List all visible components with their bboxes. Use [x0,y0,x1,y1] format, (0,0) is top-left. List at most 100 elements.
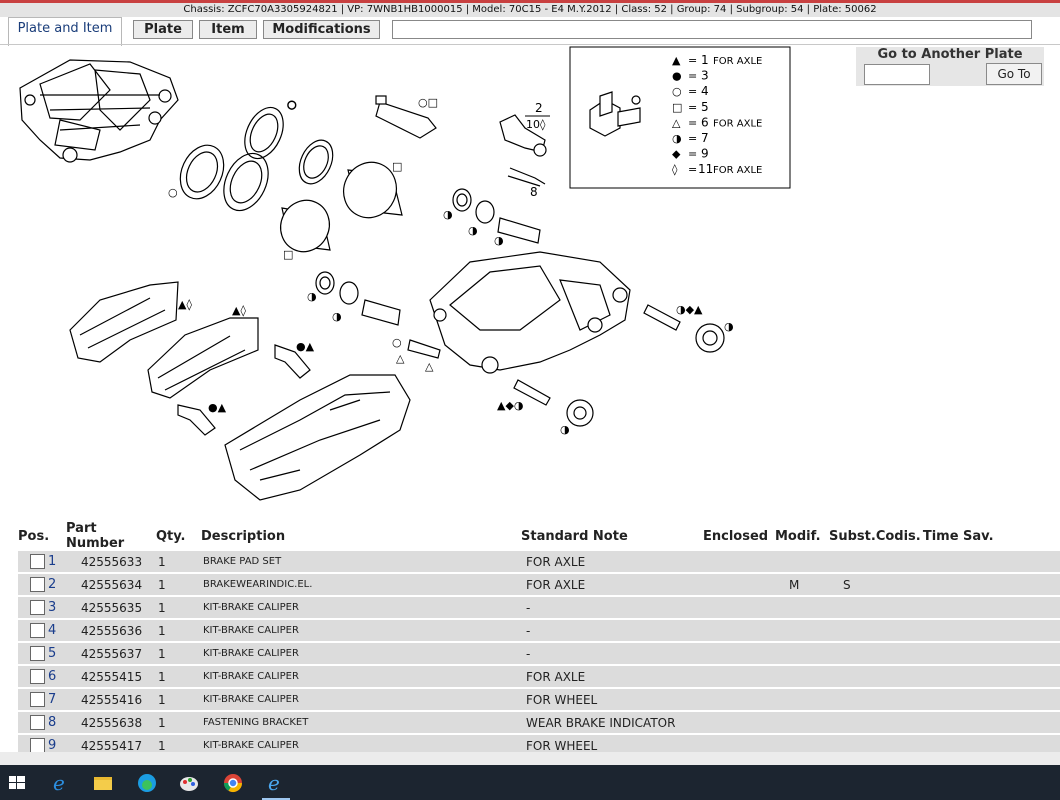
qty-cell: 1 [156,689,201,712]
time-sav-cell [922,712,1060,735]
legend-row: ◑=7 [672,131,709,145]
codis-cell [875,666,923,689]
description-cell: BRAKE PAD SET [201,551,521,574]
pos-cell: 8 [18,712,66,735]
legend-row: ◆=9 [672,147,709,161]
row-checkbox[interactable] [30,738,45,753]
legend-symbol: □ [672,101,682,114]
row-checkbox[interactable] [30,600,45,615]
active-app-indicator [262,798,290,800]
time-sav-cell [922,551,1060,574]
internet-explorer-active-icon[interactable]: e [265,772,287,794]
plate-number-input[interactable] [864,64,930,85]
windows-start-icon[interactable] [6,772,28,794]
time-sav-cell [922,689,1060,712]
piston-drawing [280,161,403,253]
legend-number: 11 [698,162,713,176]
header-pos: Pos. [18,521,66,551]
legend-equals: = [688,148,697,161]
pos-link[interactable]: 1 [48,554,57,569]
tab-item[interactable]: Item [199,20,257,39]
pos-link[interactable]: 8 [48,715,57,730]
pos-link[interactable]: 9 [48,738,57,753]
part-number-cell: 42555416 [66,689,156,712]
tab-blank-field [392,20,1032,39]
description-cell: KIT-BRAKE CALIPER [201,643,521,666]
standard-note-cell: - [521,597,703,620]
svg-text:○: ○ [392,336,402,349]
go-to-button[interactable]: Go To [986,63,1042,85]
codis-cell [875,689,923,712]
enclosed-cell [703,620,775,643]
time-sav-cell [922,574,1060,597]
row-checkbox[interactable] [30,646,45,661]
legend-note: FOR AXLE [713,56,762,67]
go-to-plate-title: Go to Another Plate [877,47,1023,62]
tab-plate[interactable]: Plate [133,20,193,39]
part-number-cell: 42555636 [66,620,156,643]
pos-cell: 7 [18,689,66,712]
sensor-callout: 2 10◊ 8 [525,101,550,199]
pos-link[interactable]: 6 [48,669,57,684]
svg-text:□: □ [283,248,293,261]
legend-note: FOR AXLE [713,118,762,129]
go-to-plate-panel: Go to Another Plate Go To [856,47,1044,86]
subst-cell [829,666,876,689]
subst-cell [829,597,876,620]
tab-plate-and-item[interactable]: Plate and Item [8,17,122,46]
pos-link[interactable]: 2 [48,577,57,592]
chrome-icon[interactable] [222,772,244,794]
row-checkbox[interactable] [30,623,45,638]
part-number-cell: 42555633 [66,551,156,574]
pos-link[interactable]: 4 [48,623,57,638]
pos-cell: 6 [18,666,66,689]
header-part-number: Part Number [66,521,156,551]
part-number-cell: 42555638 [66,712,156,735]
caliper-small-drawing [19,59,179,163]
file-explorer-icon[interactable] [92,772,114,794]
legend-equals: = [688,132,697,145]
svg-text:○□: ○□ [418,96,438,109]
row-checkbox[interactable] [30,715,45,730]
legend-symbol: ◊ [672,163,678,176]
row-checkbox[interactable] [30,692,45,707]
callout-number: 8 [530,185,538,199]
header-subst: Subst. [829,521,876,551]
pos-cell: 2 [18,574,66,597]
enclosed-cell [703,712,775,735]
pos-cell: 5 [18,643,66,666]
pos-link[interactable]: 3 [48,600,57,615]
svg-text:◑: ◑ [468,224,478,237]
time-sav-cell [922,666,1060,689]
row-checkbox[interactable] [30,669,45,684]
internet-explorer-icon[interactable]: e [50,772,72,794]
modif-cell [775,712,829,735]
tab-strip: Plate and Item Plate Item Modifications [0,17,1060,46]
legend-number: 3 [701,69,709,83]
tab-modifications[interactable]: Modifications [263,20,380,39]
modif-cell: M [775,574,829,597]
fraction-top: 2 [535,101,543,115]
standard-note-cell: FOR AXLE [521,574,703,597]
row-checkbox[interactable] [30,577,45,592]
legend-number: 9 [701,147,709,161]
pos-link[interactable]: 5 [48,646,57,661]
subst-cell [829,689,876,712]
svg-text:△: △ [425,360,434,373]
row-checkbox[interactable] [30,554,45,569]
standard-note-cell: FOR AXLE [521,551,703,574]
paint-icon[interactable] [178,772,200,794]
exploded-parts-diagram[interactable]: ○ ○□ □ ○ □ ◑ ◑ ◑ ◑ ◑ ▲◊ ▲◊ ●▲ ●▲ ○ △ △ ◑… [0,45,1060,520]
edge-icon[interactable] [136,772,158,794]
pos-link[interactable]: 7 [48,692,57,707]
